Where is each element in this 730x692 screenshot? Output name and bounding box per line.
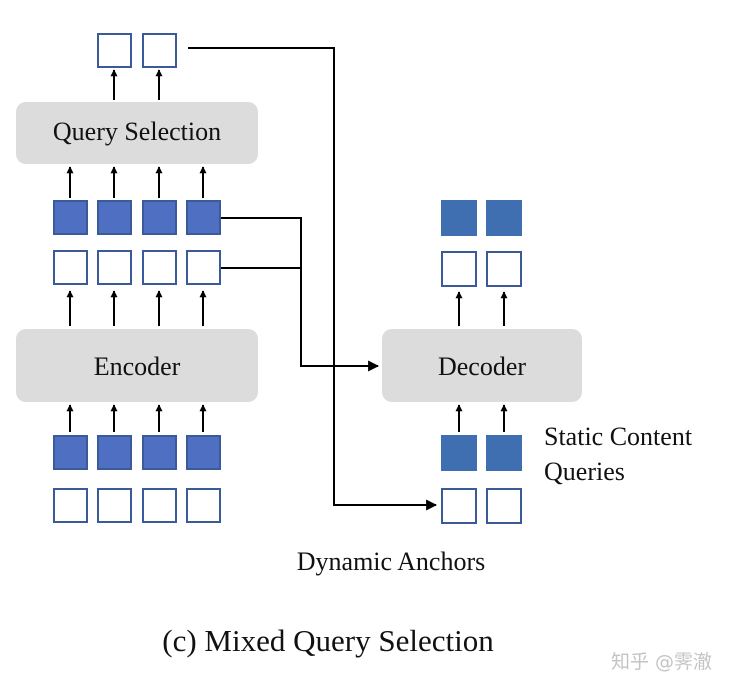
decoder-output-content-square xyxy=(486,200,522,236)
dynamic-anchor-connector xyxy=(188,47,438,511)
encoder-content-square xyxy=(97,200,132,235)
encoder-position-square xyxy=(186,250,221,285)
watermark: 知乎 @霁澈 xyxy=(611,651,712,673)
decoder-output-content-squares xyxy=(441,200,522,236)
dynamic-anchor-squares xyxy=(441,488,522,524)
static-content-label-line2: Queries xyxy=(544,457,625,486)
encoder-output-arrows xyxy=(66,290,207,326)
decoder-output-arrows xyxy=(455,291,508,326)
decoder-label: Decoder xyxy=(438,352,526,381)
memory-to-decoder-connector xyxy=(221,217,380,372)
encoder-position-square xyxy=(142,250,177,285)
encoder-input-position-square xyxy=(142,488,177,523)
encoder-feature-to-selection-arrows xyxy=(66,166,207,198)
decoder-input-arrows xyxy=(455,404,508,432)
decoder-output-content-square xyxy=(441,200,477,236)
encoder-input-position-square xyxy=(97,488,132,523)
query-selection-block: Query Selection xyxy=(16,102,258,164)
encoder-input-position-square xyxy=(186,488,221,523)
query-selection-label: Query Selection xyxy=(53,117,221,146)
encoder-input-content-square xyxy=(97,435,132,470)
encoder-position-squares xyxy=(53,250,221,285)
dynamic-anchors-label: Dynamic Anchors xyxy=(297,547,485,576)
dynamic-anchor-square xyxy=(441,488,477,524)
static-content-query-square xyxy=(486,435,522,471)
static-content-query-square xyxy=(441,435,477,471)
selected-anchor-squares xyxy=(97,33,177,68)
figure-caption: (c) Mixed Query Selection xyxy=(162,623,494,658)
encoder-content-square xyxy=(186,200,221,235)
encoder-position-square xyxy=(53,250,88,285)
encoder-position-square xyxy=(97,250,132,285)
encoder-content-square xyxy=(142,200,177,235)
encoder-input-content-squares xyxy=(53,435,221,470)
encoder-content-squares xyxy=(53,200,221,235)
encoder-input-arrows xyxy=(66,404,207,432)
encoder-input-position-square xyxy=(53,488,88,523)
encoder-block: Encoder xyxy=(16,329,258,402)
decoder-output-anchor-square xyxy=(441,251,477,287)
selected-anchor-square xyxy=(142,33,177,68)
encoder-input-content-square xyxy=(186,435,221,470)
decoder-output-anchor-squares xyxy=(441,251,522,287)
query-selection-output-arrows xyxy=(110,69,163,100)
selected-anchor-square xyxy=(97,33,132,68)
encoder-input-position-squares xyxy=(53,488,221,523)
decoder-block: Decoder xyxy=(382,329,582,402)
encoder-input-content-square xyxy=(53,435,88,470)
dynamic-anchor-square xyxy=(486,488,522,524)
encoder-label: Encoder xyxy=(94,352,181,381)
encoder-input-content-square xyxy=(142,435,177,470)
decoder-output-anchor-square xyxy=(486,251,522,287)
static-content-label-line1: Static Content xyxy=(544,422,693,451)
encoder-content-square xyxy=(53,200,88,235)
static-content-query-squares xyxy=(441,435,522,471)
